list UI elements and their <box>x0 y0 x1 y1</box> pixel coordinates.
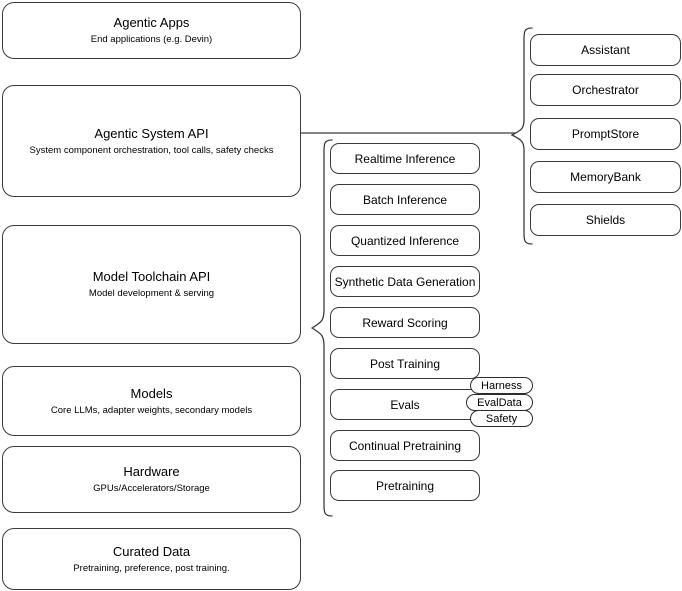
system-component-assistant[interactable]: Assistant <box>530 34 681 66</box>
toolchain-component-label: Evals <box>390 397 420 412</box>
brace-system-components <box>510 26 534 246</box>
stack-layer-title: Agentic System API <box>94 125 209 141</box>
evals-subcomponent-harness[interactable]: Harness <box>470 377 533 394</box>
toolchain-component-reward-scoring[interactable]: Reward Scoring <box>330 307 480 338</box>
brace-toolchain <box>310 138 334 518</box>
evals-subcomponent-safety[interactable]: Safety <box>470 410 533 427</box>
toolchain-component-label: Synthetic Data Generation <box>334 274 476 289</box>
system-component-label: Assistant <box>581 43 630 57</box>
system-component-label: Orchestrator <box>572 83 639 97</box>
system-component-label: Shields <box>585 213 626 227</box>
stack-layer-subtitle: Core LLMs, adapter weights, secondary mo… <box>50 404 253 416</box>
system-component-label: MemoryBank <box>570 170 641 184</box>
toolchain-component-label: Continual Pretraining <box>348 438 462 453</box>
connector-line-system-api <box>301 127 516 139</box>
stack-layer-hardware[interactable]: Hardware GPUs/Accelerators/Storage <box>2 446 301 513</box>
system-component-orchestrator[interactable]: Orchestrator <box>530 74 681 106</box>
stack-layer-title: Hardware <box>123 464 180 479</box>
stack-layer-model-toolchain-api[interactable]: Model Toolchain API Model development & … <box>2 225 301 344</box>
stack-layer-title: Curated Data <box>112 543 191 559</box>
stack-layer-agentic-system-api[interactable]: Agentic System API System component orch… <box>2 85 301 197</box>
toolchain-component-realtime-inference[interactable]: Realtime Inference <box>330 143 480 174</box>
toolchain-component-label: Batch Inference <box>362 192 448 207</box>
system-component-memorybank[interactable]: MemoryBank <box>530 161 681 193</box>
toolchain-component-synthetic-data-generation[interactable]: Synthetic Data Generation <box>330 266 480 297</box>
system-component-shields[interactable]: Shields <box>530 204 681 236</box>
toolchain-component-label: Realtime Inference <box>354 151 456 166</box>
stack-layer-subtitle: GPUs/Accelerators/Storage <box>93 483 210 494</box>
stack-layer-curated-data[interactable]: Curated Data Pretraining, preference, po… <box>2 528 301 590</box>
evals-subcomponent-label: Harness <box>481 379 522 392</box>
stack-layer-subtitle: System component orchestration, tool cal… <box>29 144 274 156</box>
stack-layer-title: Model Toolchain API <box>92 269 211 284</box>
toolchain-component-pretraining[interactable]: Pretraining <box>330 470 480 501</box>
stack-layer-models[interactable]: Models Core LLMs, adapter weights, secon… <box>2 366 301 436</box>
toolchain-component-label: Post Training <box>369 356 441 371</box>
stack-layer-subtitle: Model development & serving <box>88 288 215 299</box>
toolchain-component-evals[interactable]: Evals <box>330 389 480 420</box>
evals-subcomponent-evaldata[interactable]: EvalData <box>466 394 533 411</box>
toolchain-component-label: Quantized Inference <box>350 233 460 248</box>
toolchain-component-continual-pretraining[interactable]: Continual Pretraining <box>330 430 480 461</box>
stack-layer-title: Models <box>130 385 173 401</box>
toolchain-component-quantized-inference[interactable]: Quantized Inference <box>330 225 480 256</box>
evals-subcomponent-label: EvalData <box>477 396 522 409</box>
toolchain-component-label: Pretraining <box>375 478 435 493</box>
stack-layer-subtitle: Pretraining, preference, post training. <box>73 562 230 574</box>
evals-subcomponent-label: Safety <box>485 412 518 425</box>
toolchain-component-post-training[interactable]: Post Training <box>330 348 480 379</box>
toolchain-component-label: Reward Scoring <box>362 315 448 330</box>
stack-layer-title: Agentic Apps <box>113 15 190 30</box>
system-component-promptstore[interactable]: PromptStore <box>530 118 681 150</box>
stack-layer-agentic-apps[interactable]: Agentic Apps End applications (e.g. Devi… <box>2 2 301 59</box>
system-component-label: PromptStore <box>571 127 640 141</box>
toolchain-component-batch-inference[interactable]: Batch Inference <box>330 184 480 215</box>
stack-layer-subtitle: End applications (e.g. Devin) <box>90 34 213 45</box>
